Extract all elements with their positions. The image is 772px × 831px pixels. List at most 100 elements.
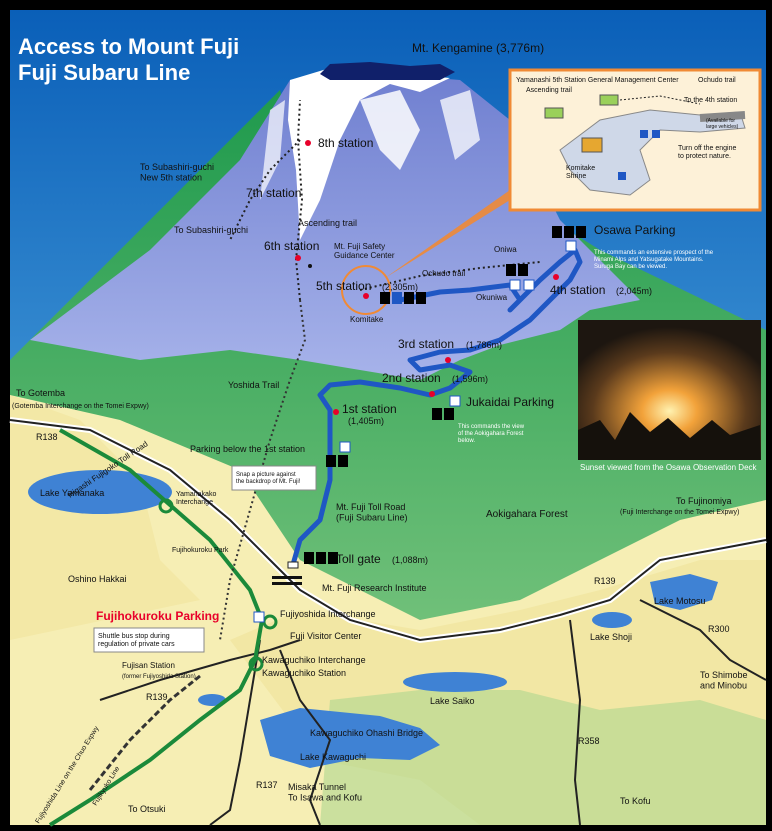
label-kawaguchiko-station: Kawaguchiko Station [262,668,346,678]
lake-yamanaka [28,470,172,514]
facility-icons-oniwa [506,264,535,291]
marker-3rd [445,357,451,363]
label-to-gotemba: To Gotemba [16,388,65,398]
label-r300: R300 [708,624,730,634]
facility-icons-1st [326,441,351,467]
label-1st-station: 1st station [342,402,397,416]
label-to-fujinomiya: To Fujinomiya [676,496,732,506]
label-r139-west: R139 [146,692,168,702]
label-oniwa: Oniwa [494,245,517,254]
inset-ascending: Ascending trail [526,87,572,94]
label-komitake: Komitake [350,315,384,324]
label-fujisan-station-note: (former Fujiyoshida Station) [122,674,196,680]
label-okuniwa: Okuniwa [476,293,508,302]
label-fujihokuroku-parking: Fujihokuroku Parking [96,609,219,623]
label-4th-station: 4th station [550,283,605,297]
alt-toll-gate: (1,088m) [392,555,428,565]
label-fujiyoshida-ic: Fujiyoshida Interchange [280,609,376,619]
marker-6th [295,255,301,261]
fifth-station-highlight [341,265,391,315]
label-fuji-ic: (Fuji Interchange on the Tomei Expwy) [620,509,739,516]
alt-3rd-station: (1,786m) [466,340,502,350]
label-yoshida-trail: Yoshida Trail [228,380,279,390]
label-r137: R137 [256,780,278,790]
lake-kawaguchi [260,708,440,768]
facility-icons-jukaidai [432,395,461,420]
inset-management-center: Yamanashi 5th Station General Management… [516,77,679,84]
label-r139-east: R139 [594,576,616,586]
summit-crater [320,62,455,80]
label-r358: R358 [578,736,600,746]
sunset-photo [578,320,761,460]
inset-to-4th: To the 4th station [684,97,737,104]
label-3rd-station: 3rd station [398,337,454,351]
label-lake-motosu: Lake Motosu [654,596,706,606]
alt-2nd-station: (1,596m) [452,374,488,384]
label-lake-kawaguchi: Lake Kawaguchi [300,752,366,762]
alt-1st-station: (1,405m) [348,416,384,426]
marker-4th [553,274,559,280]
title-line-1: Access to Mount Fuji [18,34,239,59]
route-358 [569,619,582,826]
summit-label: Mt. Kengamine (3,776m) [412,41,544,55]
label-jukaidai-parking: Jukaidai Parking [466,395,554,409]
label-subashiri: To Subashiri-guchi [174,225,248,235]
label-osawa-parking: Osawa Parking [594,223,675,237]
parking-icon-fujihokuroku [253,611,265,623]
lake-shoji [592,612,632,628]
label-parking-below-1st: Parking below the 1st station [190,444,305,454]
label-ohashi-bridge: Kawaguchiko Ohashi Bridge [310,728,423,738]
alt-5th-station: (2,305m) [382,282,418,292]
toll-road [289,247,583,569]
lake-motosu [650,574,718,610]
label-gotemba-ic: (Gotemba Interchange on the Tomei Expwy) [12,403,149,410]
mt-fuji [30,70,640,380]
title-line-2: Fuji Subaru Line [18,60,190,85]
osawa-note: This commands an extensive prospect of t… [594,250,714,270]
label-ascending-trail: Ascending trail [298,218,357,228]
facility-icons-toll [287,552,338,569]
label-6th-station: 6th station [264,239,319,253]
marker-5th [363,293,369,299]
label-fujisan-station: Fujisan Station [122,661,175,670]
sunset-caption: Sunset viewed from the Osawa Observation… [580,463,758,472]
label-5th-station: 5th station [316,279,371,293]
fujikyuko-line [88,674,201,791]
label-lake-shoji: Lake Shoji [590,632,632,642]
marker-2nd [429,391,435,397]
label-8th-station: 8th station [318,136,373,150]
label-ochudo-trail: Ochudo trail [422,269,465,278]
yoshida-trail [294,99,304,301]
facility-icons-5th [380,292,426,304]
label-visitor-center: Fuji Visitor Center [290,631,361,641]
label-lake-yamanaka: Lake Yamanaka [40,488,104,498]
facility-icons-osawa [552,226,586,252]
marker-1st [333,409,339,415]
label-r138: R138 [36,432,58,442]
inset-ochudo: Ochudo trail [698,77,736,84]
label-fujihokuroku-park: Fujihokuroku Park [172,547,229,554]
snow-cap [288,68,450,240]
route-300 [639,599,767,681]
label-aokigahara: Aokigahara Forest [486,509,568,520]
label-research-inst: Mt. Fuji Research Institute [322,583,427,593]
label-to-kofu: To Kofu [620,796,651,806]
alt-4th-station: (2,045m) [616,286,652,296]
label-toll-road: Mt. Fuji Toll Road(Fuji Subaru Line) [336,502,408,522]
label-2nd-station: 2nd station [382,371,441,385]
lake-saiko [403,672,507,692]
marker-8th [305,140,311,146]
label-lake-saiko: Lake Saiko [430,696,475,706]
label-toll-gate: Toll gate [336,552,381,566]
